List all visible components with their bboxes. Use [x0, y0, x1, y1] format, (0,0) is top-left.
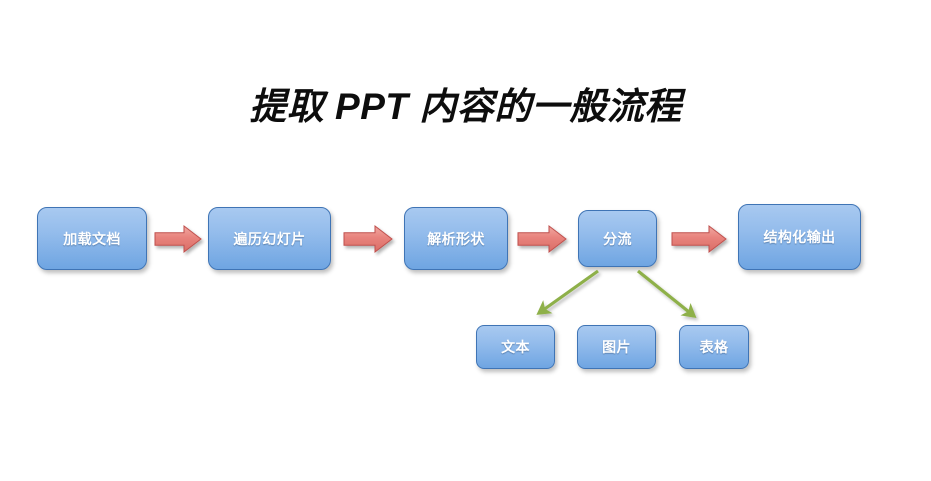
flow-node-label: 解析形状	[427, 230, 485, 247]
arrow-dispatch-to-image	[603, 261, 631, 327]
flow-node-label: 结构化输出	[763, 229, 836, 245]
arrow-load-to-iterate	[154, 224, 202, 254]
arrow-iterate-to-parse	[343, 224, 393, 254]
flow-node-label: 文本	[501, 339, 530, 355]
flow-node-iterate-slides[interactable]: 遍历幻灯片	[208, 207, 331, 270]
flow-node-label: 加载文档	[63, 230, 121, 247]
flow-node-label: 分流	[603, 230, 632, 247]
flow-node-structured-output[interactable]: 结构化输出	[738, 204, 861, 270]
flow-node-text[interactable]: 文本	[476, 325, 555, 369]
arrow-dispatch-to-table	[624, 261, 708, 330]
arrow-dispatch-to-output	[671, 224, 727, 254]
arrow-parse-to-dispatch	[517, 224, 567, 254]
flow-node-parse-shapes[interactable]: 解析形状	[404, 207, 508, 270]
flow-node-label: 表格	[699, 339, 729, 355]
flow-node-dispatch[interactable]: 分流	[578, 210, 657, 267]
arrow-dispatch-to-text	[525, 261, 612, 327]
flow-node-image[interactable]: 图片	[577, 325, 656, 369]
flow-node-load-document[interactable]: 加载文档	[37, 207, 147, 270]
flow-node-label: 遍历幻灯片	[233, 230, 306, 247]
flow-node-label: 图片	[602, 339, 631, 355]
page-title: 提取 PPT 内容的一般流程	[249, 86, 682, 127]
flow-node-table[interactable]: 表格	[679, 325, 749, 369]
